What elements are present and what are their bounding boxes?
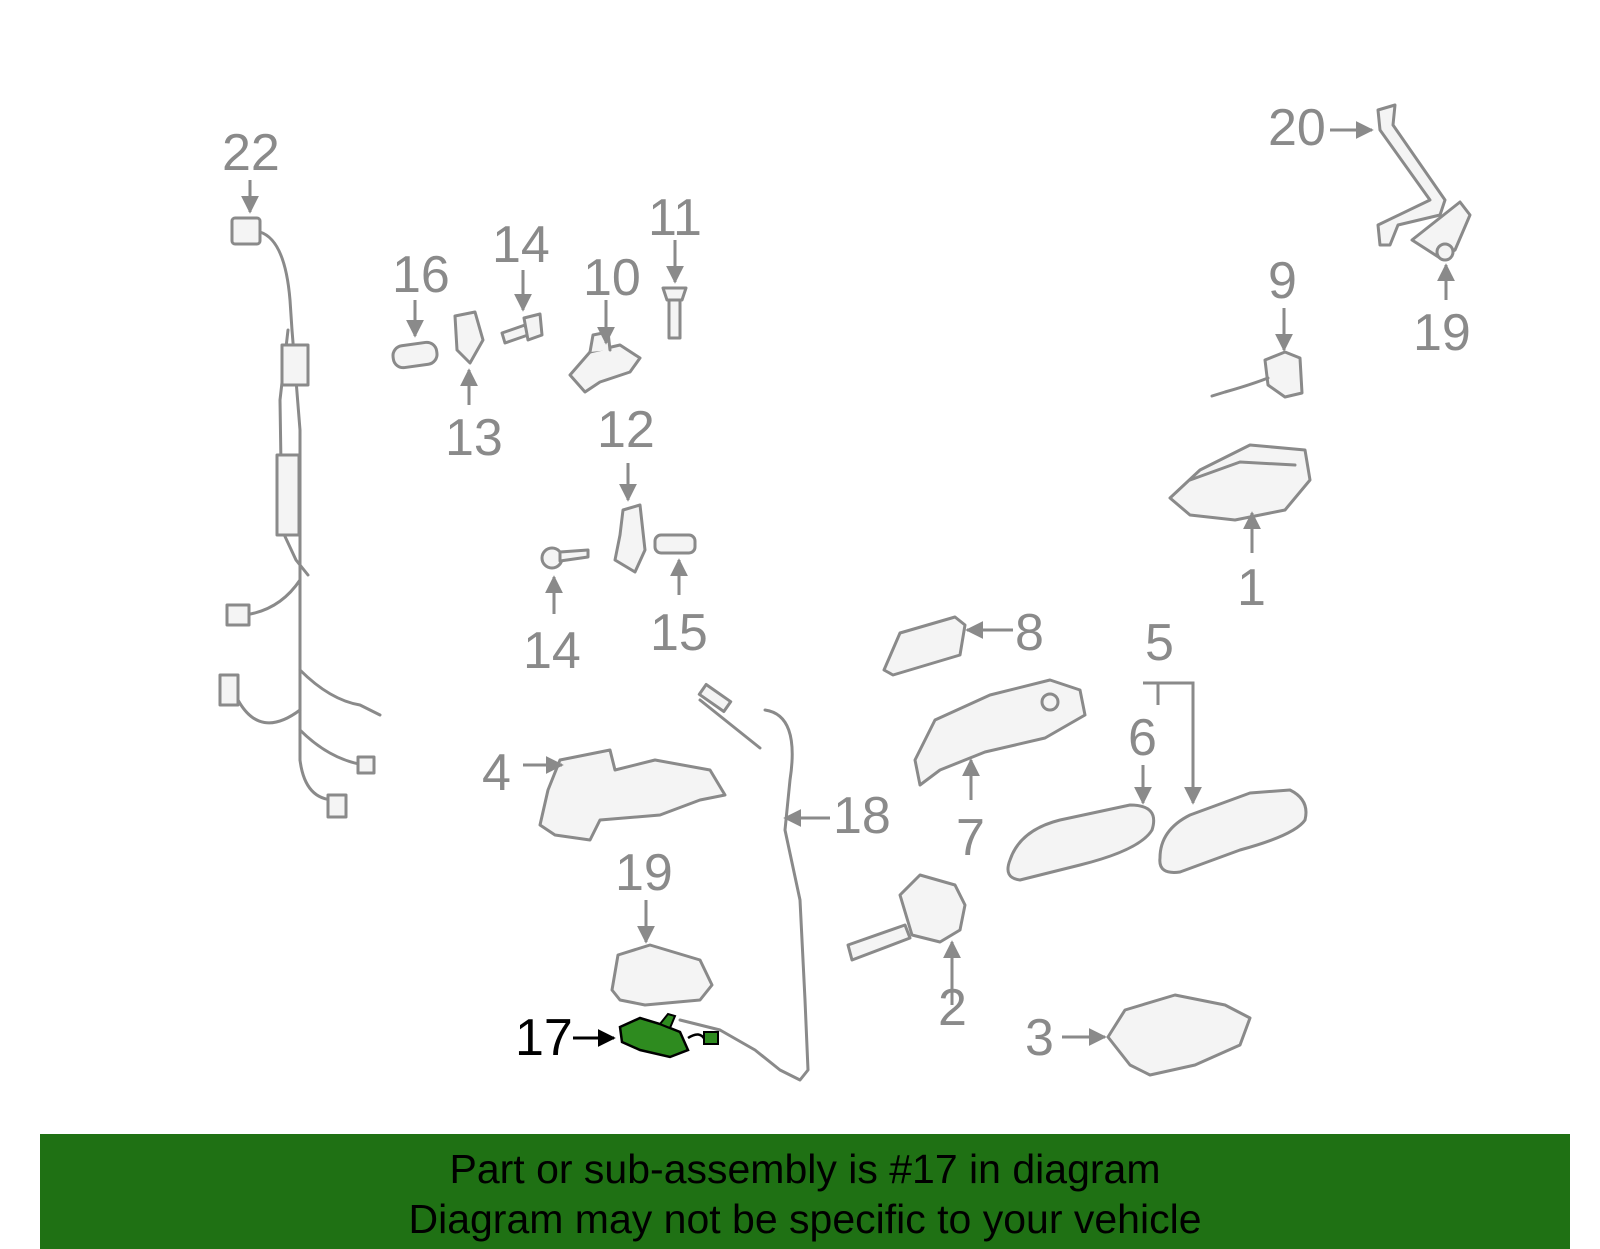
part-7-handle bbox=[913, 678, 1087, 787]
part-1-housing bbox=[1168, 443, 1312, 522]
part-12-latch-plate bbox=[613, 503, 647, 574]
callout-13: 13 bbox=[445, 409, 503, 467]
part-21-bracket bbox=[1376, 103, 1447, 247]
callout-2: 2 bbox=[938, 979, 967, 1037]
info-banner: Part or sub-assembly is #17 in diagram D… bbox=[40, 1134, 1570, 1249]
part-13-bracket bbox=[453, 310, 485, 365]
callout-12: 12 bbox=[597, 401, 655, 459]
part-20-light bbox=[1410, 200, 1472, 262]
callout-21: 20 bbox=[1268, 99, 1326, 157]
callout-19: 19 bbox=[615, 844, 673, 902]
callout-15: 15 bbox=[650, 604, 708, 662]
callout-16: 16 bbox=[392, 246, 450, 304]
callout-5: 5 bbox=[1145, 614, 1174, 672]
banner-line-2: Diagram may not be specific to your vehi… bbox=[408, 1196, 1202, 1242]
part-17-motor-highlighted bbox=[618, 1012, 719, 1059]
callout-20: 19 bbox=[1413, 304, 1471, 362]
callout-17-highlighted: 17 bbox=[515, 1009, 573, 1067]
callout-22: 22 bbox=[222, 124, 280, 182]
part-9-switch bbox=[1210, 350, 1304, 399]
part-2-actuator bbox=[846, 873, 967, 962]
callout-7: 7 bbox=[956, 809, 985, 867]
part-19-cover bbox=[610, 943, 714, 1007]
callout-4: 4 bbox=[482, 744, 511, 802]
callout-10: 10 bbox=[583, 249, 641, 307]
part-14-bolt-upper bbox=[500, 312, 544, 345]
part-14-pin-lower bbox=[540, 546, 590, 570]
part-5-handle bbox=[1158, 788, 1308, 874]
part-8-trim bbox=[882, 615, 967, 677]
banner-line-1: Part or sub-assembly is #17 in diagram bbox=[449, 1146, 1161, 1192]
part-4-bracket bbox=[538, 748, 727, 842]
part-22-wiring-harness bbox=[218, 216, 382, 819]
callout-1: 1 bbox=[1237, 559, 1266, 617]
part-3-lock bbox=[1106, 993, 1252, 1077]
callout-3: 3 bbox=[1025, 1009, 1054, 1067]
part-15-bushing bbox=[653, 533, 697, 555]
callout-18: 18 bbox=[833, 787, 891, 845]
callout-11: 11 bbox=[648, 189, 702, 247]
part-11-screw bbox=[661, 286, 688, 340]
arrow-5 bbox=[1143, 681, 1202, 805]
part-16-pin bbox=[391, 340, 439, 370]
part-18-cable bbox=[678, 682, 810, 1082]
callout-9: 9 bbox=[1268, 252, 1297, 310]
callout-14-upper: 14 bbox=[492, 216, 550, 274]
callout-8: 8 bbox=[1015, 604, 1044, 662]
part-6-bezel bbox=[1006, 803, 1156, 882]
callout-6: 6 bbox=[1128, 709, 1157, 767]
callout-14-lower: 14 bbox=[523, 622, 581, 680]
